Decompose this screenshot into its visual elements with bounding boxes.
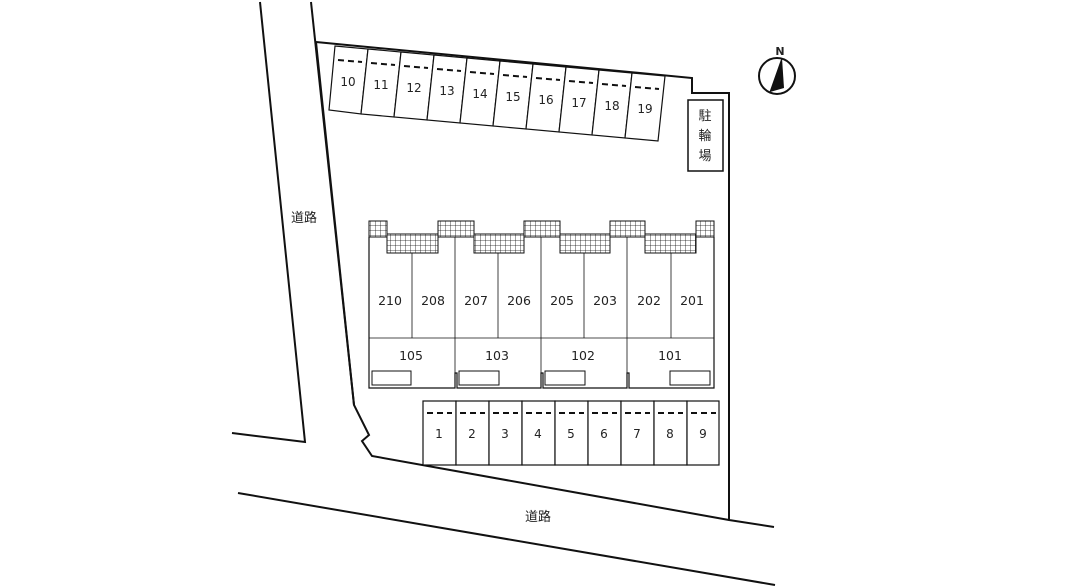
parking-number: 18 (604, 99, 619, 113)
parking-number: 13 (439, 84, 454, 98)
parking-space (653, 400, 688, 466)
parking-number: 14 (472, 87, 487, 101)
parking-number: 3 (501, 427, 509, 441)
parking-row-top (328, 45, 666, 142)
parking-space (521, 400, 556, 466)
unit-number: 203 (593, 293, 617, 308)
unit-number: 101 (658, 348, 682, 363)
north-arrow-icon (758, 57, 796, 95)
bicycle-parking-char: 輪 (698, 128, 711, 144)
west-road-label: 道路 (291, 210, 317, 226)
parking-row-bottom (422, 400, 720, 466)
parking-number: 6 (600, 427, 608, 441)
parking-number: 4 (534, 427, 542, 441)
north-label: N (775, 45, 784, 58)
parking-space (422, 400, 457, 466)
bicycle-parking-char: 場 (698, 149, 711, 164)
parking-number: 9 (699, 427, 707, 441)
parking-number: 19 (637, 102, 652, 116)
unit-number: 210 (378, 293, 402, 308)
lot-boundary (315, 41, 775, 528)
unit-number: 102 (571, 348, 595, 363)
parking-number: 1 (435, 427, 443, 441)
parking-number: 17 (571, 96, 586, 110)
parking-number: 8 (666, 427, 674, 441)
parking-space (620, 400, 655, 466)
bicycle-parking-char: 駐 (698, 109, 711, 124)
bicycle-parking (687, 99, 724, 172)
unit-number: 105 (399, 348, 423, 363)
unit-number: 103 (485, 348, 509, 363)
parking-space (488, 400, 523, 466)
balconies (368, 220, 715, 254)
parking-number: 12 (406, 81, 421, 95)
parking-space (455, 400, 490, 466)
parking-number: 11 (373, 78, 388, 92)
parking-top-dashes (337, 59, 660, 90)
parking-number: 10 (340, 75, 355, 89)
unit-number: 201 (680, 293, 704, 308)
unit-number: 208 (421, 293, 445, 308)
parking-number: 2 (468, 427, 476, 441)
parking-number: 15 (505, 90, 520, 104)
parking-space (624, 72, 666, 142)
parking-number: 16 (538, 93, 553, 107)
unit-number: 202 (637, 293, 661, 308)
building (368, 220, 715, 389)
parking-space (686, 400, 720, 466)
unit-number: 207 (464, 293, 488, 308)
parking-number: 7 (633, 427, 641, 441)
south-road-label: 道路 (525, 509, 551, 525)
south-road (237, 492, 776, 586)
unit-number: 206 (507, 293, 531, 308)
unit-number: 205 (550, 293, 574, 308)
parking-number: 5 (567, 427, 575, 441)
